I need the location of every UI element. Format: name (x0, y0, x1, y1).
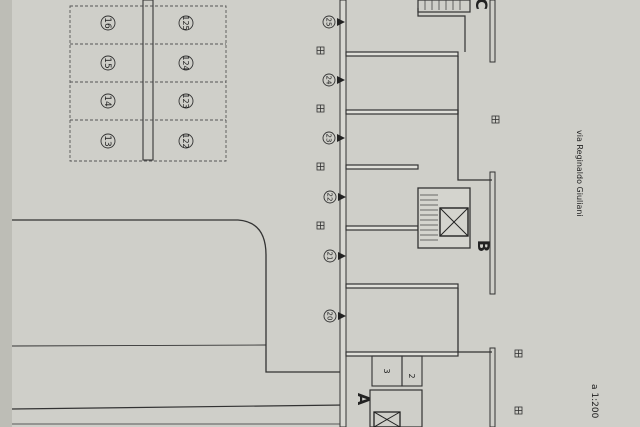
unit-marker: 21 (323, 249, 346, 263)
parking-number: 122 (181, 133, 190, 148)
courtyard-line (11, 344, 267, 347)
courtyard-outline (12, 219, 345, 373)
pillar (489, 171, 496, 295)
parking-number: 123 (181, 93, 190, 108)
parking-number: 125 (181, 15, 190, 30)
parking-slot-left: 14 (100, 93, 116, 109)
stair-core-c (417, 0, 471, 13)
pillar (489, 0, 496, 63)
parking-divider (142, 0, 154, 161)
parking-number: 124 (181, 55, 190, 70)
parking-left-labels: 16 15 14 13 (100, 15, 116, 149)
parking-slot-right: 122 (178, 133, 194, 149)
stair-core-a (369, 389, 423, 427)
parking-number: 16 (102, 17, 112, 29)
parking-number: 13 (102, 135, 112, 146)
building-outer-wall (339, 0, 347, 427)
building-label-b: B (474, 240, 493, 252)
parking-slot-left: 13 (100, 133, 116, 149)
parking-slot-right: 124 (178, 55, 194, 71)
parking-number: 14 (102, 95, 112, 107)
parking-right-labels: 125 124 123 122 (178, 15, 194, 149)
stair-core-b (417, 187, 471, 249)
pillar (489, 347, 496, 427)
parking-slot-right: 123 (178, 93, 194, 109)
column-symbols (316, 46, 523, 415)
street-label: via Reginaldo Giuliani (575, 130, 584, 217)
parking-slot-right: 125 (178, 15, 194, 31)
unit-marker: 24 (322, 73, 345, 87)
unit-marker: 23 (322, 131, 345, 145)
unit-number: 23 (325, 134, 333, 143)
unit-number: 25 (325, 18, 333, 27)
room-number: 2 (407, 373, 416, 378)
room-number: 3 (382, 368, 391, 373)
building-label-c: C (472, 0, 491, 10)
unit-markers: 25 24 23 22 21 20 (322, 15, 346, 323)
parking-slot-left: 15 (100, 55, 116, 71)
scale-label: a 1:200 (589, 384, 599, 419)
building-label-a: A (354, 393, 373, 406)
unit-number: 20 (326, 312, 334, 321)
parking-number: 15 (102, 57, 112, 68)
unit-number: 21 (326, 252, 334, 261)
unit-marker: 20 (323, 309, 346, 323)
unit-marker: 25 (322, 15, 345, 29)
unit-marker: 22 (323, 190, 346, 204)
parking-grid (69, 5, 227, 162)
page-left-margin (0, 0, 12, 427)
unit-partitions (345, 51, 459, 357)
courtyard-base-line (11, 404, 346, 410)
room-2: 2 (401, 355, 423, 387)
parking-slot-left: 16 (100, 15, 116, 31)
unit-number: 24 (325, 76, 333, 85)
unit-number: 22 (326, 193, 334, 202)
corridor-wall (457, 56, 492, 353)
